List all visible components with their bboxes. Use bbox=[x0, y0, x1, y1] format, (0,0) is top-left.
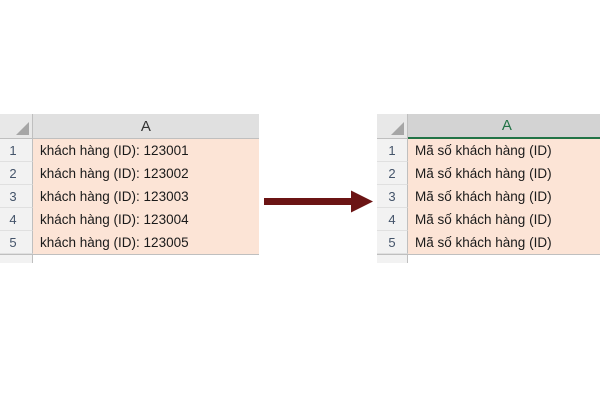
result-cell-a5[interactable]: Mã số khách hàng (ID) bbox=[408, 231, 600, 254]
result-row-header-4[interactable]: 4 bbox=[377, 208, 408, 231]
source-row-header-3[interactable]: 3 bbox=[0, 185, 33, 208]
result-column-header-row: A bbox=[377, 114, 600, 139]
table-row: 2 khách hàng (ID): 123002 bbox=[0, 162, 259, 185]
source-row-header-2[interactable]: 2 bbox=[0, 162, 33, 185]
source-column-header-row: A bbox=[0, 114, 259, 139]
result-cell-a2[interactable]: Mã số khách hàng (ID) bbox=[408, 162, 600, 185]
table-row: 3 Mã số khách hàng (ID) bbox=[377, 185, 600, 208]
table-row: 5 khách hàng (ID): 123005 bbox=[0, 231, 259, 254]
result-row-header-1[interactable]: 1 bbox=[377, 139, 408, 162]
result-grid-bottom bbox=[408, 254, 600, 263]
table-row: 5 Mã số khách hàng (ID) bbox=[377, 231, 600, 254]
source-cell-a3[interactable]: khách hàng (ID): 123003 bbox=[33, 185, 259, 208]
source-gutter-bottom bbox=[0, 254, 33, 263]
source-grid-bottom bbox=[33, 254, 259, 263]
source-column-header-a[interactable]: A bbox=[33, 114, 259, 139]
source-row-header-4[interactable]: 4 bbox=[0, 208, 33, 231]
table-row: 1 Mã số khách hàng (ID) bbox=[377, 139, 600, 162]
arrow-head-icon bbox=[351, 190, 373, 213]
transform-arrow bbox=[264, 190, 373, 213]
source-cell-a5[interactable]: khách hàng (ID): 123005 bbox=[33, 231, 259, 254]
result-row-header-2[interactable]: 2 bbox=[377, 162, 408, 185]
result-row-header-3[interactable]: 3 bbox=[377, 185, 408, 208]
result-row-header-5[interactable]: 5 bbox=[377, 231, 408, 254]
source-sheet-bottom-edge bbox=[0, 254, 259, 263]
source-select-all-button[interactable] bbox=[0, 114, 33, 139]
result-cell-a4[interactable]: Mã số khách hàng (ID) bbox=[408, 208, 600, 231]
result-column-header-a[interactable]: A bbox=[408, 114, 600, 139]
select-all-triangle-icon bbox=[16, 122, 29, 135]
source-row-header-1[interactable]: 1 bbox=[0, 139, 33, 162]
result-cell-a3[interactable]: Mã số khách hàng (ID) bbox=[408, 185, 600, 208]
result-select-all-button[interactable] bbox=[377, 114, 408, 139]
result-gutter-bottom bbox=[377, 254, 408, 263]
table-row: 3 khách hàng (ID): 123003 bbox=[0, 185, 259, 208]
source-row-header-5[interactable]: 5 bbox=[0, 231, 33, 254]
result-sheet-bottom-edge bbox=[377, 254, 600, 263]
result-cell-a1[interactable]: Mã số khách hàng (ID) bbox=[408, 139, 600, 162]
table-row: 4 Mã số khách hàng (ID) bbox=[377, 208, 600, 231]
source-cell-a1[interactable]: khách hàng (ID): 123001 bbox=[33, 139, 259, 162]
result-spreadsheet: A 1 Mã số khách hàng (ID) 2 Mã số khách … bbox=[377, 114, 600, 263]
source-cell-a4[interactable]: khách hàng (ID): 123004 bbox=[33, 208, 259, 231]
table-row: 4 khách hàng (ID): 123004 bbox=[0, 208, 259, 231]
table-row: 1 khách hàng (ID): 123001 bbox=[0, 139, 259, 162]
source-cell-a2[interactable]: khách hàng (ID): 123002 bbox=[33, 162, 259, 185]
source-spreadsheet: A 1 khách hàng (ID): 123001 2 khách hàng… bbox=[0, 114, 259, 263]
select-all-triangle-icon bbox=[391, 122, 404, 135]
table-row: 2 Mã số khách hàng (ID) bbox=[377, 162, 600, 185]
